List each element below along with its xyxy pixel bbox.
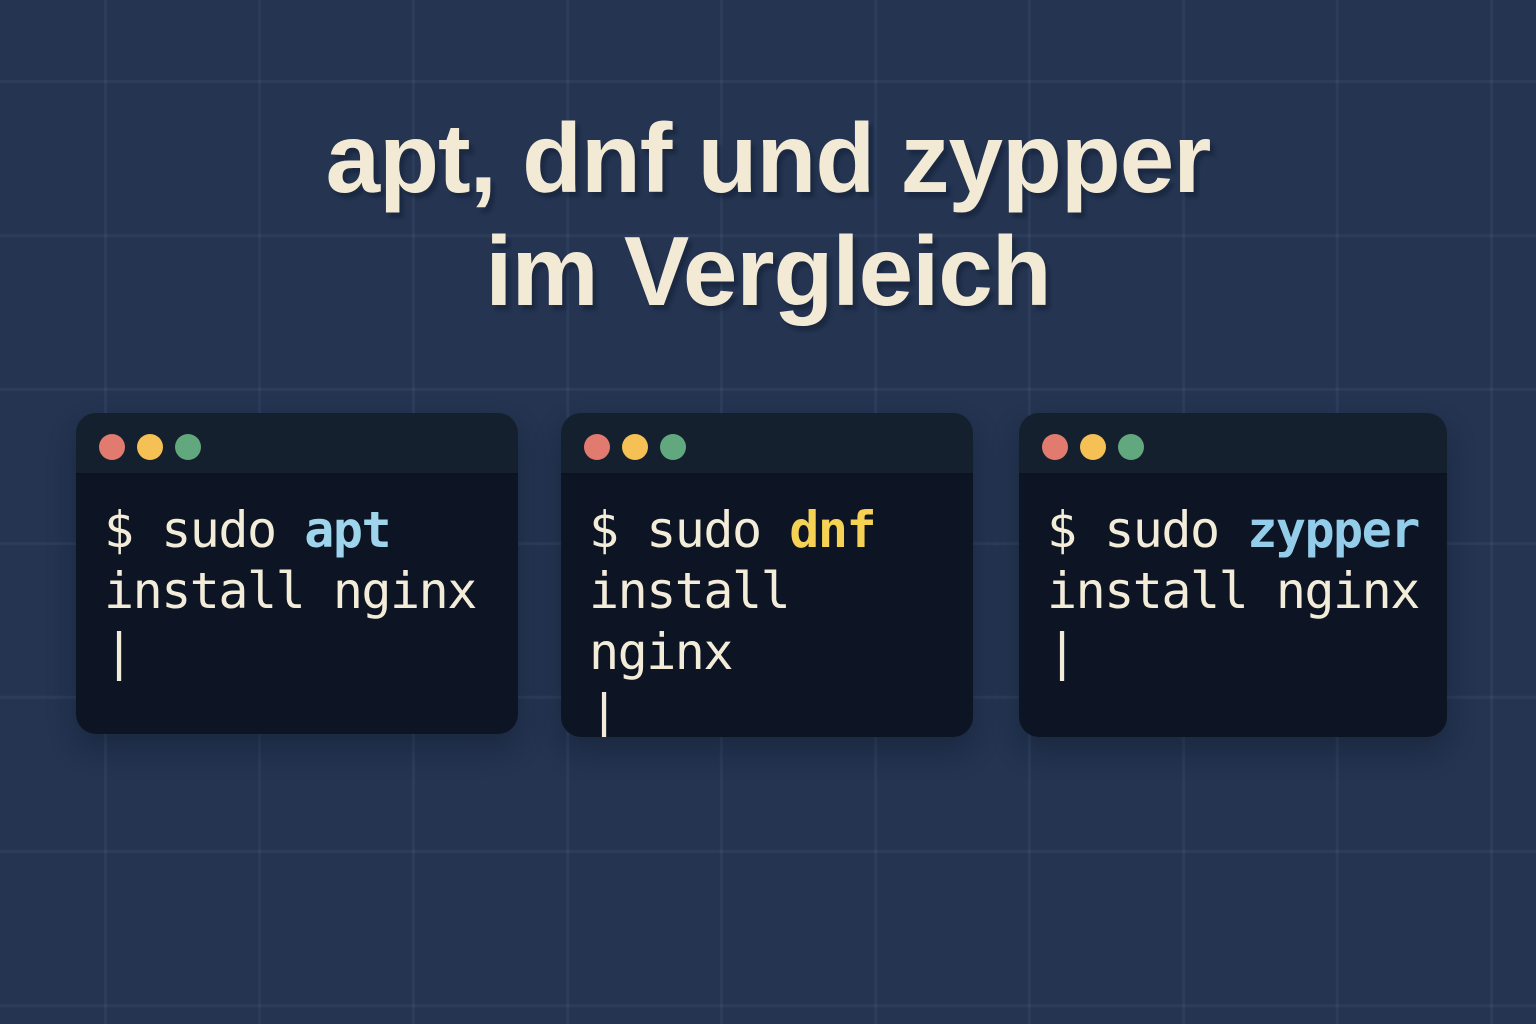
minimize-button-icon[interactable]	[622, 434, 648, 460]
text-cursor: |	[589, 684, 619, 737]
package-manager-name: zypper	[1247, 501, 1420, 559]
package-manager-name: dnf	[789, 501, 876, 559]
maximize-button-icon[interactable]	[660, 434, 686, 460]
shell-prompt: $ sudo	[589, 501, 762, 559]
close-button-icon[interactable]	[1042, 434, 1068, 460]
close-button-icon[interactable]	[584, 434, 610, 460]
maximize-button-icon[interactable]	[1118, 434, 1144, 460]
command-line-2: install nginx	[104, 562, 477, 620]
terminal-titlebar	[76, 413, 518, 475]
shell-prompt: $ sudo	[1047, 501, 1220, 559]
page-title-line1: apt, dnf und zypper	[325, 103, 1212, 213]
terminal-titlebar	[561, 413, 973, 475]
command-line-2: install nginx	[589, 562, 791, 681]
package-manager-name: apt	[304, 501, 391, 559]
terminal-body[interactable]: $ sudo apt install nginx |	[76, 475, 518, 734]
terminal-window-apt: $ sudo apt install nginx |	[76, 413, 518, 734]
page-title-line2: im Vergleich	[485, 216, 1051, 326]
command-line-1: $ sudo zypper	[1047, 500, 1420, 561]
page-title: apt, dnf und zypper im Vergleich	[0, 102, 1536, 328]
close-button-icon[interactable]	[99, 434, 125, 460]
text-cursor: |	[104, 623, 134, 681]
terminal-window-zypper: $ sudo zypper install nginx |	[1019, 413, 1447, 737]
command-line-1: $ sudo dnf	[589, 500, 945, 561]
terminal-body[interactable]: $ sudo dnf install nginx |	[561, 475, 973, 737]
terminal-titlebar	[1019, 413, 1447, 475]
command-line-2: install nginx	[1047, 562, 1420, 620]
text-cursor: |	[1047, 623, 1077, 681]
command-line-1: $ sudo apt	[104, 500, 490, 561]
shell-prompt: $ sudo	[104, 501, 277, 559]
terminal-window-dnf: $ sudo dnf install nginx |	[561, 413, 973, 737]
minimize-button-icon[interactable]	[1080, 434, 1106, 460]
terminal-body[interactable]: $ sudo zypper install nginx |	[1019, 475, 1447, 737]
minimize-button-icon[interactable]	[137, 434, 163, 460]
maximize-button-icon[interactable]	[175, 434, 201, 460]
